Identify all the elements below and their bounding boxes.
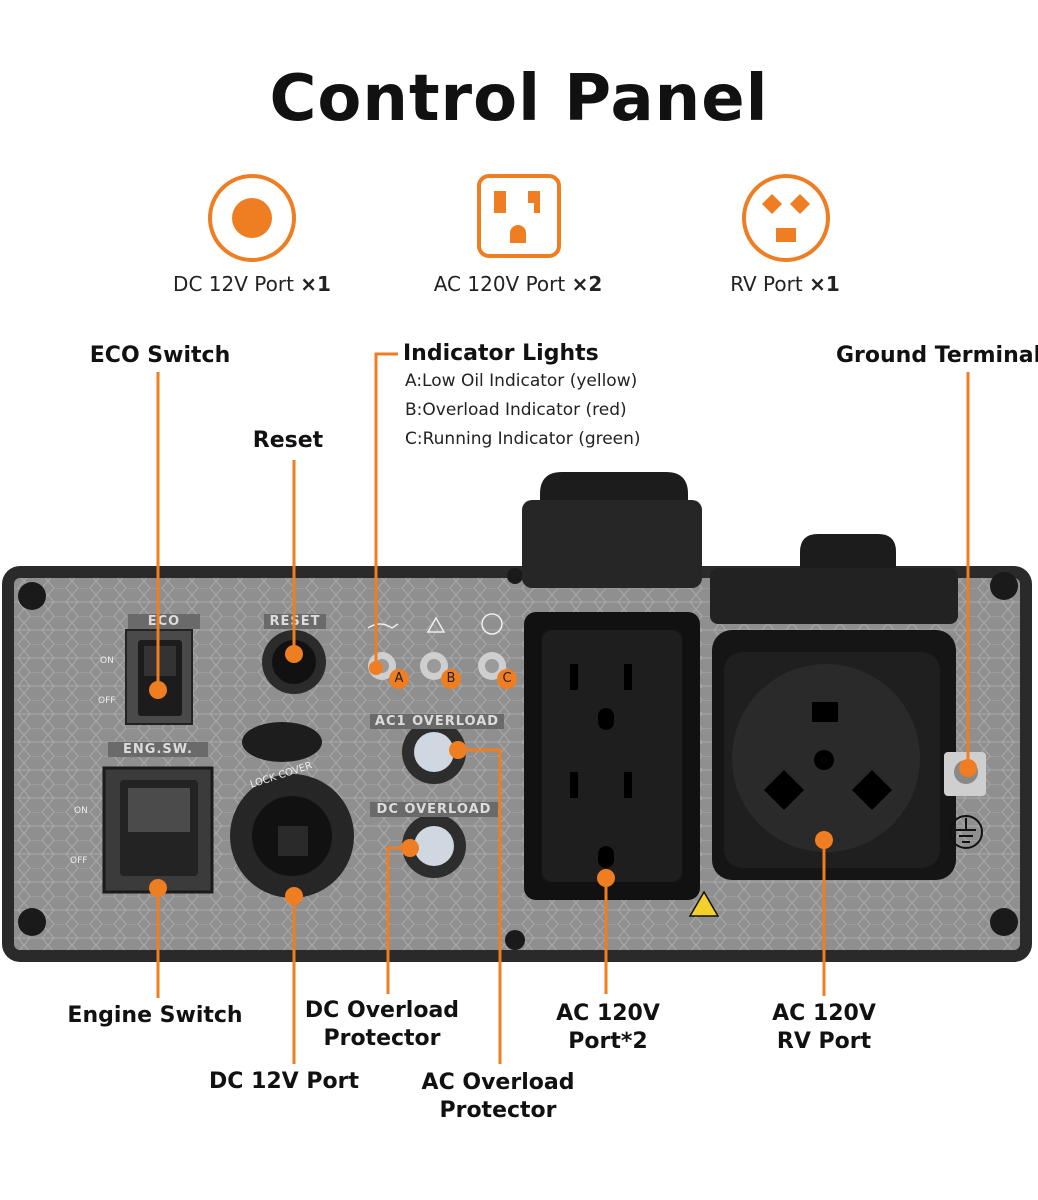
eco-switch-callout: ECO Switch <box>89 343 231 368</box>
ac-overload-callout: AC Overload Protector <box>418 1069 578 1125</box>
ac-port-summary: AC 120V Port ×2 <box>433 272 603 296</box>
indicator-lights-callout: Indicator Lights <box>403 341 599 366</box>
rv-port-line2: RV Port <box>776 1029 872 1054</box>
led-c-badge: C <box>497 669 517 689</box>
eng-off-label: OFF <box>70 856 88 866</box>
ac-outlet-icon <box>477 174 561 258</box>
eco-on-label: ON <box>100 656 114 666</box>
ground-terminal-callout: Ground Terminal <box>836 343 1038 368</box>
indicator-b-desc: B:Overload Indicator (red) <box>405 400 627 420</box>
ac-port-line1: AC 120V <box>556 1001 660 1026</box>
ac-overload-line2: Protector <box>439 1098 557 1123</box>
indicator-c-desc: C:Running Indicator (green) <box>405 429 641 449</box>
dc-overload-line1: DC Overload <box>304 998 460 1023</box>
eng-on-label: ON <box>74 806 88 816</box>
indicator-a-desc: A:Low Oil Indicator (yellow) <box>405 371 638 391</box>
rv-port-callout: AC 120V RV Port <box>760 1000 888 1056</box>
page-title: Control Panel <box>269 62 769 136</box>
ac-overload-line1: AC Overload <box>421 1070 575 1095</box>
dc-port-summary: DC 12V Port ×1 <box>173 272 331 296</box>
engine-switch-callout: Engine Switch <box>67 1003 243 1028</box>
eco-silkscreen: ECO <box>128 614 200 629</box>
ac-port-callout: AC 120V Port*2 <box>546 1000 670 1056</box>
dc-overload-line2: Protector <box>323 1026 441 1051</box>
control-panel <box>2 472 1032 962</box>
dc-overload-silkscreen: DC OVERLOAD <box>370 802 498 817</box>
rv-port-line1: AC 120V <box>772 1001 876 1026</box>
dc-overload-callout: DC Overload Protector <box>300 997 464 1053</box>
led-b-badge: B <box>441 669 461 689</box>
reset-callout: Reset <box>252 428 324 453</box>
rv-port-summary: RV Port ×1 <box>730 272 840 296</box>
led-a-badge: A <box>389 669 409 689</box>
eng-sw-silkscreen: ENG.SW. <box>108 742 208 757</box>
rv-port-icon <box>742 174 830 262</box>
ac-port-line2: Port*2 <box>568 1029 648 1054</box>
dc-port-icon <box>208 174 296 262</box>
eco-off-label: OFF <box>98 696 116 706</box>
dc-12v-port-callout: DC 12V Port <box>209 1069 359 1094</box>
ac1-overload-silkscreen: AC1 OVERLOAD <box>370 714 504 729</box>
